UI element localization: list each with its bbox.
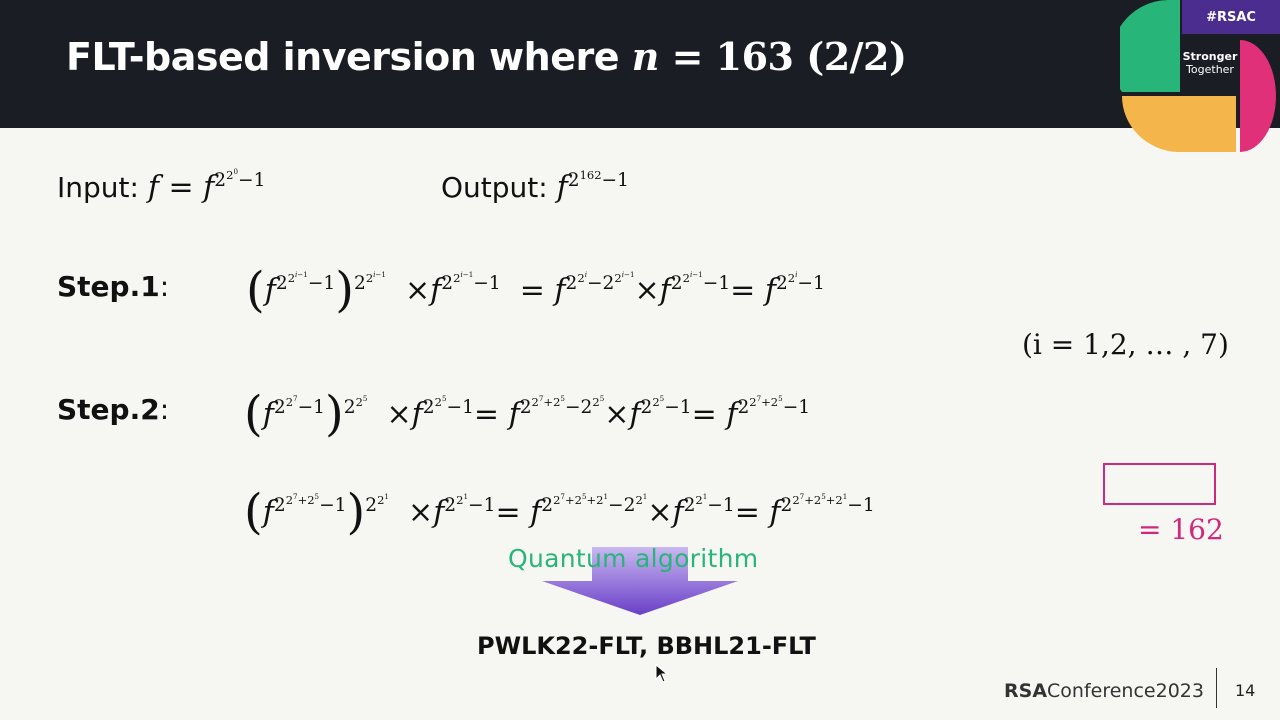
output-base: f [556, 170, 568, 205]
input-exp2: 2 [226, 167, 234, 182]
rsac-hashtag: #RSAC [1182, 0, 1280, 34]
output-exp2: 162 [579, 167, 602, 182]
logo-slogan-1: Stronger [1182, 50, 1238, 63]
step2-colon: : [159, 393, 170, 426]
step1-equation: (f22i−1−1)22i−1 ×f22i−1−1 = f22i−22i−1×f… [246, 262, 825, 318]
footer-brand: RSAConference2023 [1004, 680, 1204, 702]
output-exp: 2 [567, 170, 580, 191]
logo-slogan-2: Together [1186, 63, 1234, 76]
references: PWLK22-FLT, BBHL21-FLT [477, 632, 816, 660]
slide-header: FLT-based inversion where n = 163 (2/2) [0, 0, 1280, 128]
output-line: Output: f2162−1 [441, 167, 629, 205]
input-eq: = [158, 170, 204, 205]
step1-colon: : [159, 270, 170, 303]
title-text: FLT-based inversion where [66, 35, 632, 79]
result-162: = 162 [1138, 513, 1224, 546]
footer-divider [1216, 668, 1217, 708]
highlight-box [1103, 463, 1216, 505]
step2-equation-1: (f227−1)225 ×f225−1= f227+25−225×f225−1=… [244, 386, 811, 442]
step1-label-text: Step.1 [57, 270, 160, 303]
title-math: = 163 (2/2) [658, 34, 907, 79]
page-number: 14 [1235, 681, 1256, 700]
input-base: f [203, 170, 215, 205]
input-exp: 2 [214, 170, 227, 191]
step2-equation-2: (f227+25−1)221 ×f221−1= f227+25+21−221×f… [244, 484, 875, 540]
step2-label: Step.2: [57, 393, 169, 426]
rsac-logo: #RSAC Stronger Together [1110, 0, 1280, 155]
input-label: Input: [57, 171, 148, 204]
footer-brand-rest: Conference2023 [1047, 680, 1204, 702]
title-var: n [631, 34, 660, 79]
input-tail: −1 [238, 170, 266, 191]
footer-brand-bold: RSA [1004, 680, 1048, 702]
mouse-cursor-icon [655, 664, 669, 683]
logo-slogan: Stronger Together [1180, 50, 1240, 76]
logo-shapes [1110, 0, 1276, 152]
down-arrow-icon [542, 547, 738, 615]
step1-range: (i = 1,2, … , 7) [1022, 328, 1229, 361]
output-label: Output: [441, 171, 557, 204]
input-var: f [147, 170, 159, 205]
step2-label-text: Step.2 [57, 393, 160, 426]
slide-title: FLT-based inversion where n = 163 (2/2) [66, 34, 907, 79]
quantum-algorithm-label: Quantum algorithm [508, 544, 759, 573]
output-tail: −1 [601, 170, 629, 191]
input-exp3: 0 [233, 166, 238, 176]
step1-label: Step.1: [57, 270, 169, 303]
input-line: Input: f = f220−1 [57, 166, 266, 205]
